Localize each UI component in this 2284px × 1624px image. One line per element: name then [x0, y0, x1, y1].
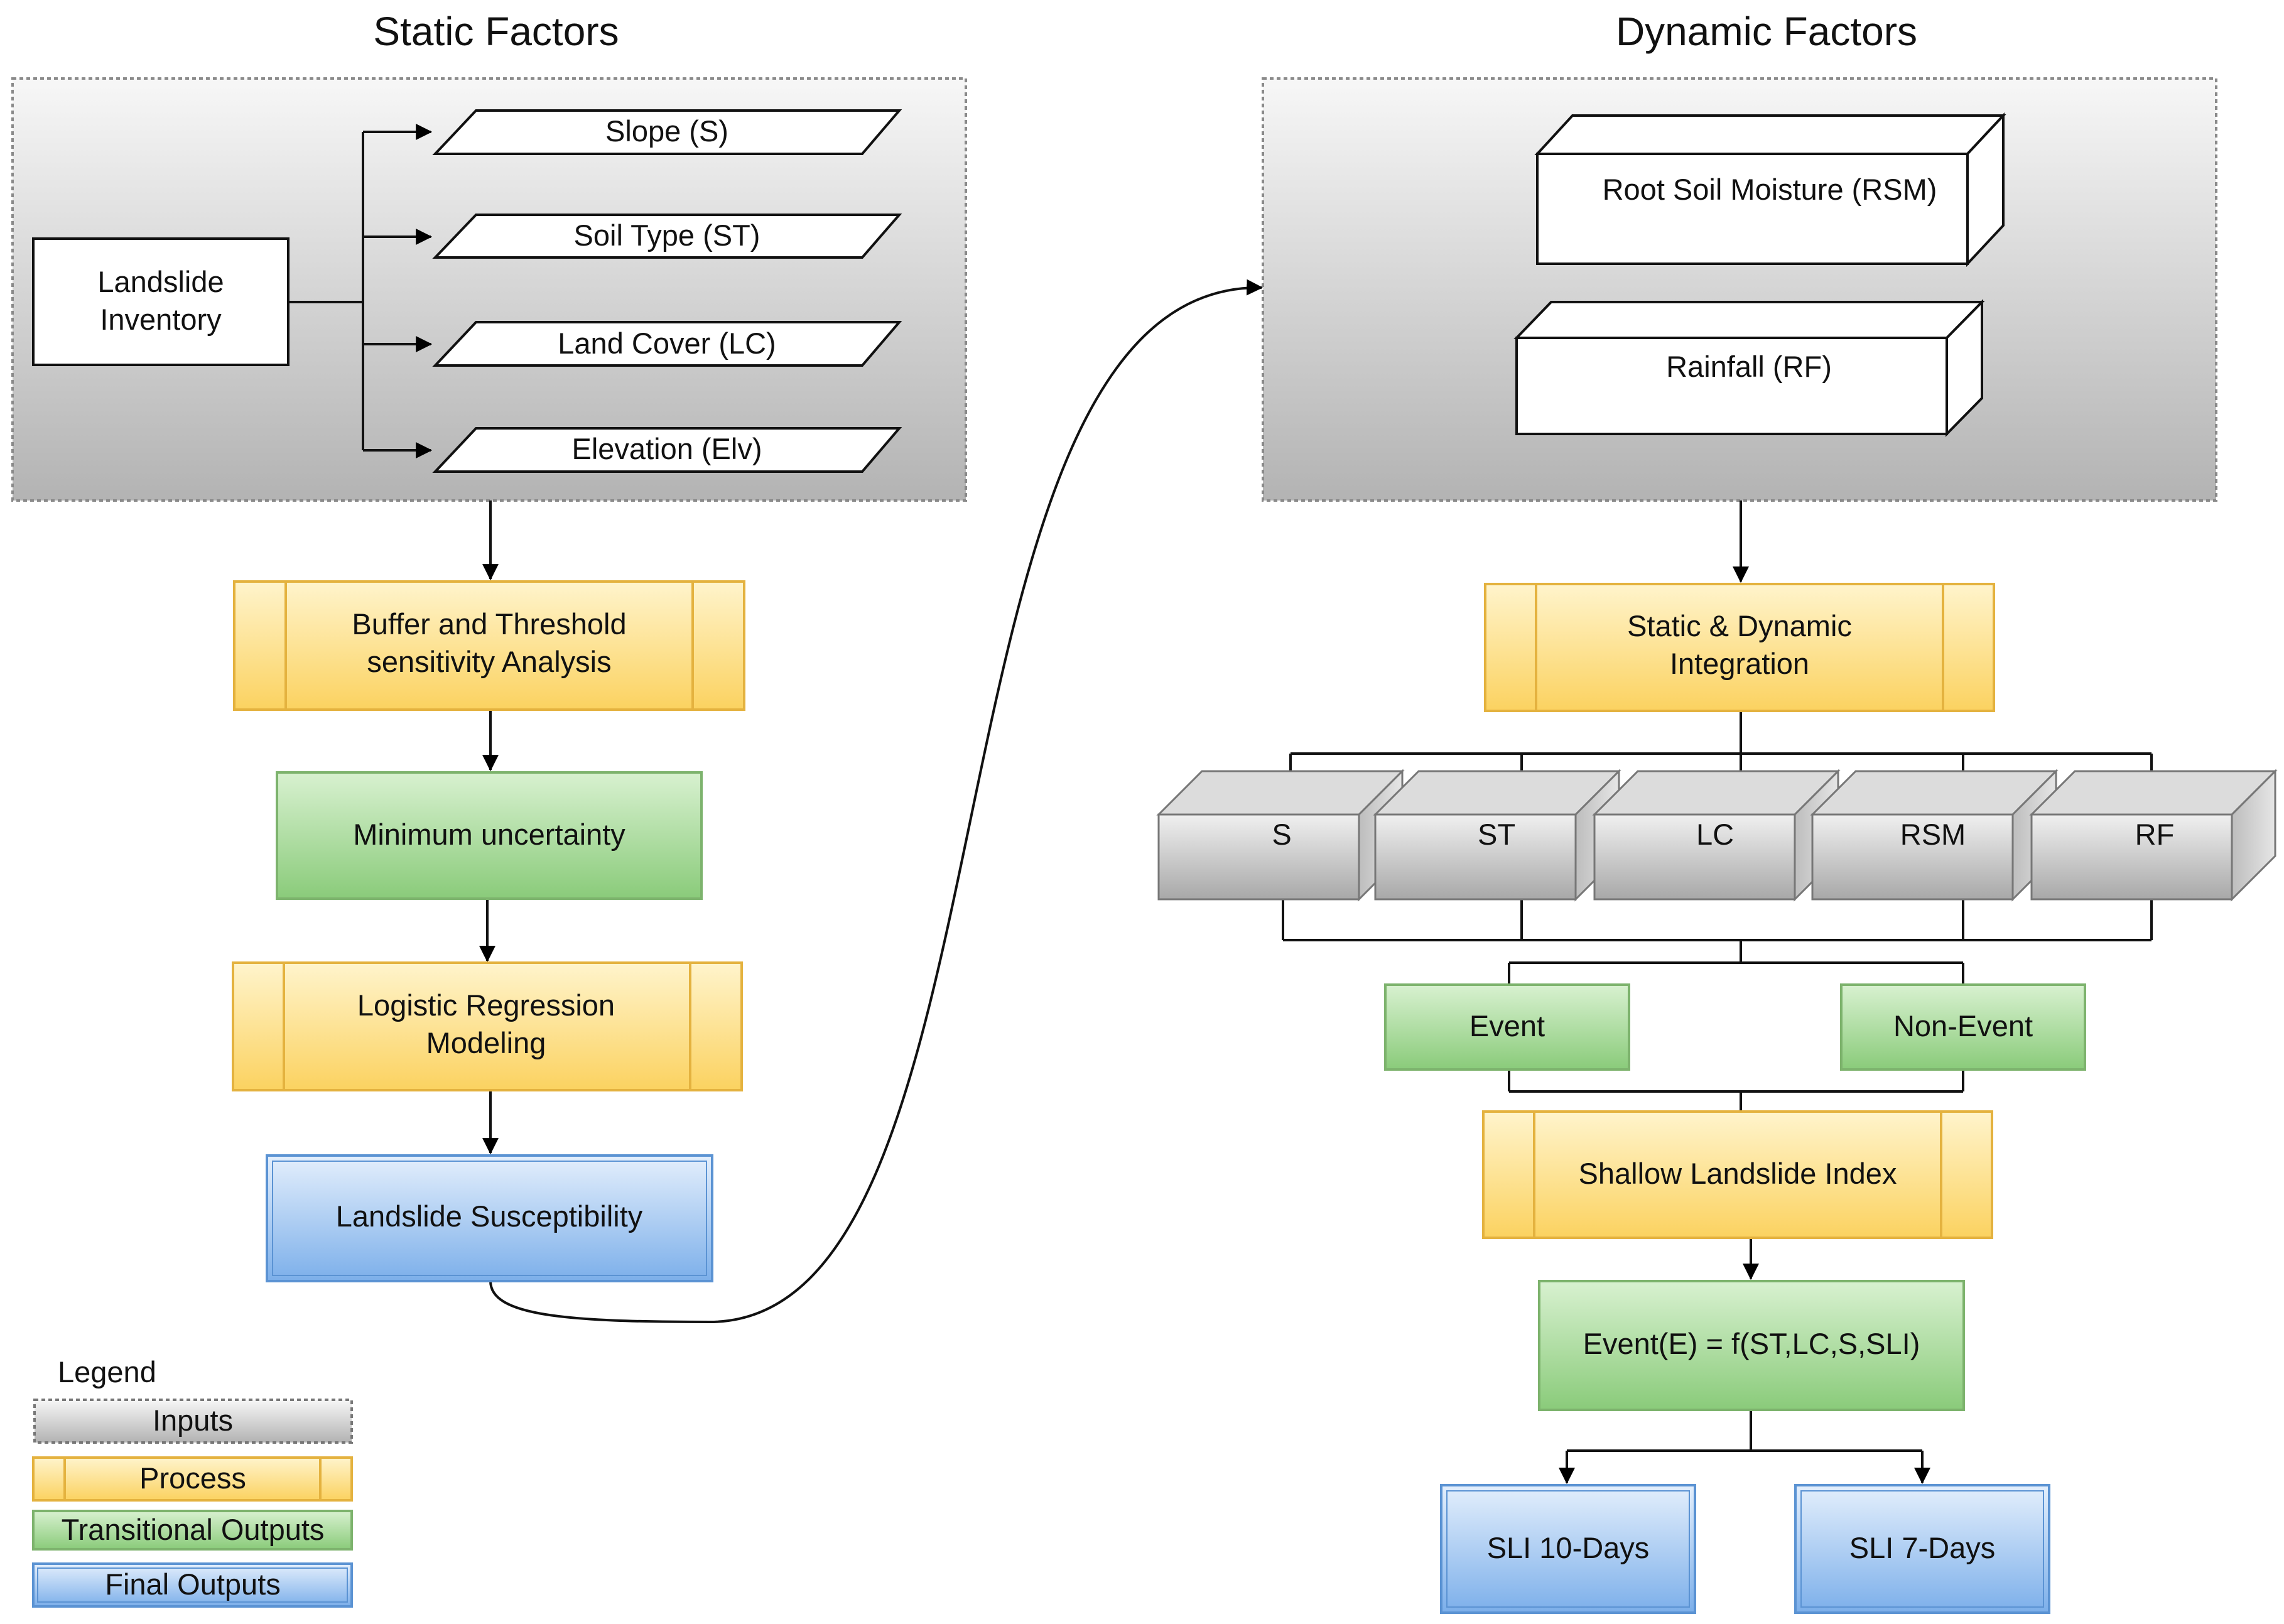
slope-label: Slope (S) [605, 114, 728, 148]
legend: Legend Inputs Process Transitional Outpu… [32, 1355, 353, 1608]
legend-process-swatch [32, 1456, 353, 1502]
sli-10-days-output: SLI 10-Days [1440, 1484, 1696, 1614]
legend-title: Legend [58, 1355, 156, 1389]
inventory-connectors [288, 124, 433, 458]
elevation-parallelogram [432, 427, 902, 473]
logistic-regression-line2: Modeling [426, 1026, 546, 1059]
layer-lc-label: LC [1696, 818, 1734, 851]
right-flow-connectors [1282, 501, 2153, 1485]
rainfall-cube [1513, 299, 1985, 437]
legend-inputs-swatch [33, 1399, 353, 1444]
layer-cube-lc [1592, 769, 1841, 902]
integration-process: Static & Dynamic Integration [1484, 583, 1995, 712]
sli-7-days-output: SLI 7-Days [1794, 1484, 2050, 1614]
land-cover-label: Land Cover (LC) [558, 327, 776, 360]
dynamic-factors-panel: Root Soil Moisture (RSM) Rainfall (RF) [1262, 77, 2217, 502]
minimum-uncertainty-output: Minimum uncertainty [276, 771, 703, 900]
buffer-threshold-line2: sensitivity Analysis [367, 645, 611, 678]
layer-s-label: S [1272, 818, 1291, 851]
legend-final-label: Final Outputs [105, 1567, 281, 1601]
landslide-inventory-box [32, 237, 290, 366]
landslide-susceptibility-output: Landslide Susceptibility [266, 1154, 713, 1282]
slope-parallelogram [432, 109, 902, 155]
shallow-landslide-index-label: Shallow Landslide Index [1579, 1157, 1897, 1190]
landslide-inventory-line1: Landslide [97, 265, 224, 298]
rainfall-label: Rainfall (RF) [1666, 350, 1832, 383]
minimum-uncertainty-label: Minimum uncertainty [353, 818, 625, 851]
sli-7-days-label: SLI 7-Days [1849, 1531, 1995, 1564]
integration-line1: Static & Dynamic [1627, 609, 1852, 642]
legend-final-swatch [32, 1562, 353, 1608]
buffer-threshold-line1: Buffer and Threshold [352, 607, 626, 641]
layer-rf-label: RF [2135, 818, 2175, 851]
landslide-inventory-line2: Inventory [100, 303, 222, 336]
shallow-landslide-index-process: Shallow Landslide Index [1482, 1110, 1993, 1239]
susceptibility-to-dynamic-curve [489, 279, 1264, 1324]
non-event-output: Non-Event [1840, 983, 2086, 1071]
rsm-label: Root Soil Moisture (RSM) [1603, 173, 1937, 206]
landslide-susceptibility-label: Landslide Susceptibility [336, 1199, 643, 1233]
event-label: Event [1469, 1009, 1545, 1042]
left-flow-connectors [479, 279, 1264, 1324]
legend-process-label: Process [139, 1461, 246, 1495]
legend-transitional-label: Transitional Outputs [62, 1513, 325, 1546]
soil-type-parallelogram [432, 214, 902, 259]
dynamic-factors-title: Dynamic Factors [1616, 9, 1917, 54]
static-factors-title: Static Factors [373, 9, 619, 54]
logistic-regression-process: Logistic Regression Modeling [232, 961, 743, 1091]
layer-st-label: ST [1478, 818, 1515, 851]
legend-inputs-label: Inputs [153, 1404, 233, 1437]
sli-10-days-label: SLI 10-Days [1487, 1531, 1650, 1564]
layer-rsm-label: RSM [1900, 818, 1966, 851]
event-output: Event [1384, 983, 1630, 1071]
static-factors-panel: Landslide Inventory Slope (S) Soil Type … [11, 77, 967, 502]
rsm-cube [1534, 112, 2006, 268]
non-event-label: Non-Event [1893, 1009, 2033, 1042]
buffer-threshold-process: Buffer and Threshold sensitivity Analysi… [233, 580, 745, 711]
legend-transitional-swatch [32, 1510, 353, 1551]
layer-cube-s [1156, 769, 1405, 902]
event-formula-output: Event(E) = f(ST,LC,S,SLI) [1538, 1280, 1965, 1411]
soil-type-label: Soil Type (ST) [574, 219, 760, 252]
event-formula-label: Event(E) = f(ST,LC,S,SLI) [1583, 1327, 1920, 1360]
integration-line2: Integration [1670, 647, 1809, 680]
layer-cube-rf [2029, 769, 2278, 902]
land-cover-parallelogram [432, 321, 902, 367]
elevation-label: Elevation (Elv) [572, 432, 762, 465]
logistic-regression-line1: Logistic Regression [357, 988, 615, 1022]
